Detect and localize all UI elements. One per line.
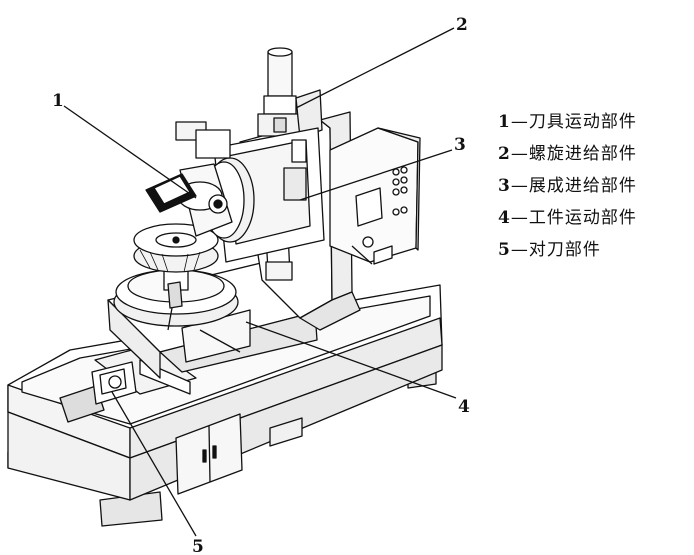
legend-label: 工件运动部件 [528, 208, 637, 228]
cutter-head [145, 121, 255, 243]
legend-item-4: 4—工件运动部件 [498, 202, 637, 234]
leader-line-1 [63, 105, 197, 199]
legend-number: 4 [498, 208, 511, 228]
legend-number: 2 [498, 144, 511, 164]
tool-setting-unit [59, 344, 197, 423]
leader-line-2 [295, 27, 455, 109]
workpiece-rotary-table [113, 223, 239, 331]
leader-line-4 [245, 321, 457, 399]
legend-label: 螺旋进给部件 [528, 144, 637, 164]
legend-item-5: 5—对刀部件 [498, 234, 637, 266]
leader-line-5 [111, 391, 197, 537]
vertical-feed-drive [257, 47, 323, 139]
cabinet-doors[interactable] [175, 413, 243, 495]
legend: 1—刀具运动部件 2—螺旋进给部件 3—展成进给部件 4—工件运动部件 5—对刀… [498, 106, 637, 266]
legend-item-1: 1—刀具运动部件 [498, 106, 637, 138]
legend-label: 对刀部件 [528, 240, 601, 260]
legend-separator: — [510, 144, 529, 164]
legend-label: 展成进给部件 [528, 176, 637, 196]
legend-separator: — [510, 208, 529, 228]
legend-separator: — [510, 240, 529, 260]
callout-number-2: 2 [456, 15, 468, 35]
callout-number-1: 1 [52, 91, 64, 111]
legend-item-2: 2—螺旋进给部件 [498, 138, 637, 170]
callout-number-3: 3 [454, 135, 466, 155]
access-panel[interactable] [269, 417, 303, 447]
callout-number-5: 5 [192, 537, 204, 555]
legend-label: 刀具运动部件 [528, 112, 637, 132]
leader-line-3 [299, 149, 453, 201]
legend-separator: — [510, 176, 529, 196]
legend-number: 1 [498, 112, 511, 132]
legend-separator: — [510, 112, 529, 132]
legend-number: 3 [498, 176, 511, 196]
callout-number-4: 4 [458, 397, 470, 417]
control-panel[interactable] [329, 127, 421, 265]
callout-leaders [63, 27, 457, 537]
legend-item-3: 3—展成进给部件 [498, 170, 637, 202]
legend-number: 5 [498, 240, 511, 260]
